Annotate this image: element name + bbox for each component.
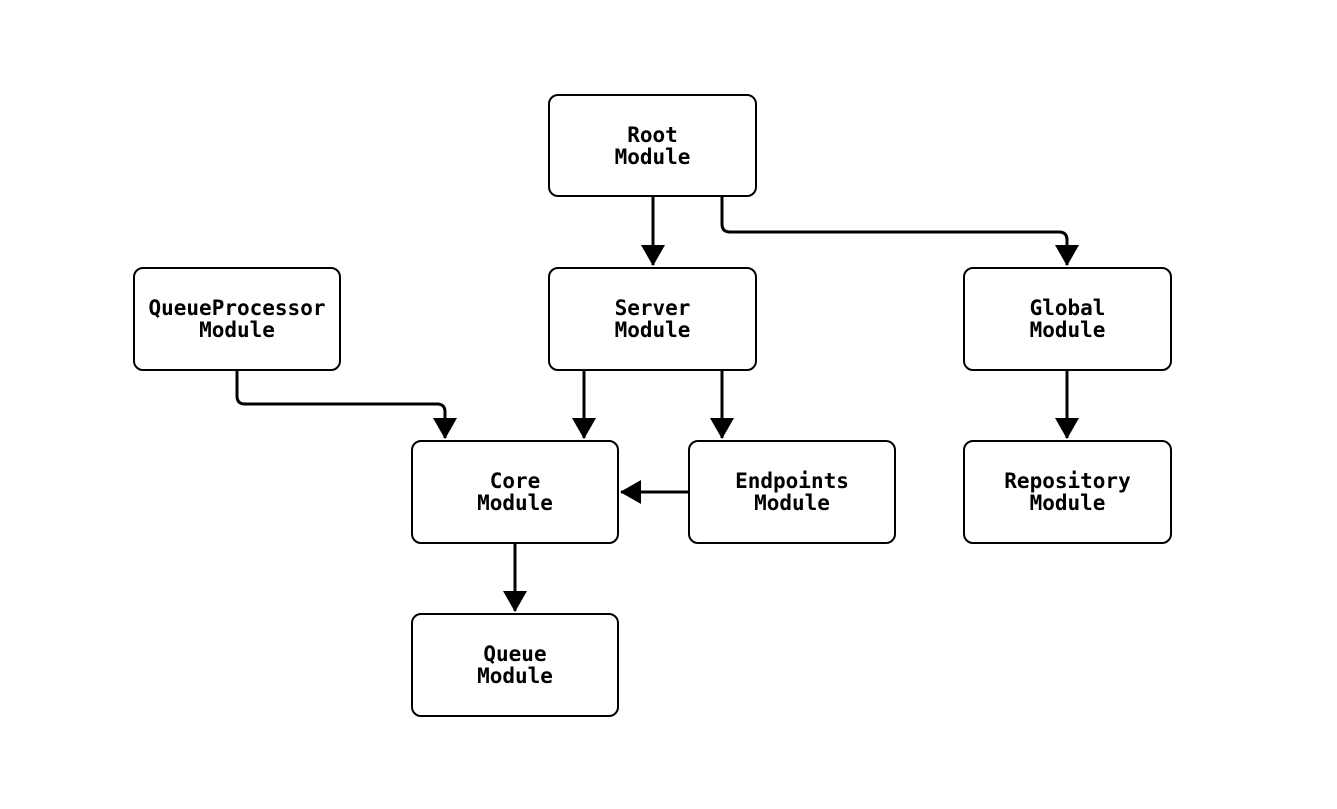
node-server-module: Server Module — [548, 267, 757, 371]
node-root-module: Root Module — [548, 94, 757, 197]
node-endpoints-module-label: Endpoints Module — [735, 469, 849, 515]
node-queue-module-label: Queue Module — [477, 642, 553, 688]
node-core-module-label: Core Module — [477, 469, 553, 515]
node-global-module-label: Global Module — [1029, 296, 1106, 342]
node-repository-module-label: Repository Module — [1004, 469, 1131, 515]
node-repository-module: Repository Module — [963, 440, 1172, 544]
node-server-module-label: Server Module — [614, 296, 691, 342]
node-queue-module: Queue Module — [411, 613, 619, 717]
node-queueprocessor-module-label: QueueProcessor Module — [148, 296, 326, 342]
node-core-module: Core Module — [411, 440, 619, 544]
node-global-module: Global Module — [963, 267, 1172, 371]
node-endpoints-module: Endpoints Module — [688, 440, 896, 544]
edge-root-module-to-global-module — [720, 197, 1079, 266]
edge-queueprocessor-module-to-core-module — [235, 371, 457, 439]
node-queueprocessor-module: QueueProcessor Module — [133, 267, 341, 371]
node-root-module-label: Root Module — [614, 122, 691, 169]
